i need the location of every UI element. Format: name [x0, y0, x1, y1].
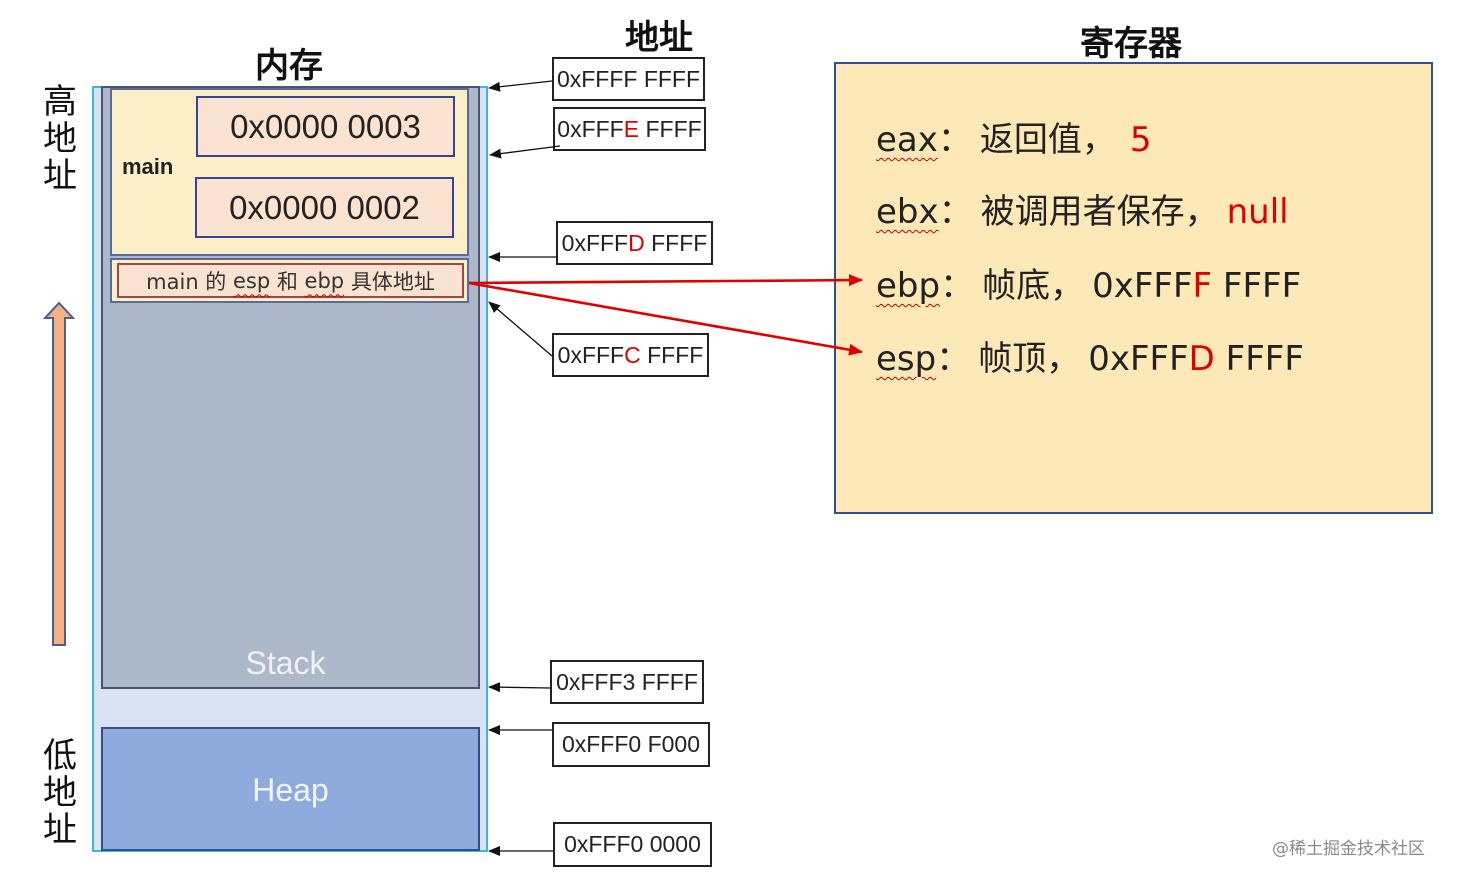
register-colon: ：: [937, 120, 972, 160]
low-address-label: 低地址: [43, 736, 77, 850]
watermark: @稀土掘金技术社区: [1272, 839, 1425, 859]
address-highlight: D: [628, 229, 645, 256]
address-text: 0xFFF3 FFFF: [556, 668, 698, 695]
register-desc: 返回值，: [979, 120, 1116, 160]
register-name: eax: [876, 120, 938, 160]
register-colon: ：: [938, 192, 973, 232]
register-desc: 被调用者保存，: [980, 192, 1219, 232]
ebp-link-arrow: [468, 274, 863, 287]
heap-region: [101, 727, 480, 851]
register-row-esp: esp：帧顶，0xFFFD FFFF: [876, 331, 1304, 380]
address-text: 0xFFF: [561, 229, 629, 256]
address-box: 0xFFF0 F000: [552, 722, 710, 767]
heap-label: Heap: [252, 772, 329, 808]
address-highlight: C: [624, 341, 641, 368]
saved-label-pre: main 的: [146, 269, 233, 294]
value-cell-bottom: 0x0000 0002: [195, 177, 454, 238]
esp-link-arrow: [468, 281, 863, 356]
register-desc: 帧底，: [982, 266, 1085, 306]
register-name: ebx: [876, 192, 939, 232]
address-text: 0xFFF0 F000: [561, 731, 701, 757]
register-desc: 帧顶，: [978, 339, 1081, 379]
address-box: 0xFFFF FFFF: [552, 57, 705, 101]
register-value-highlight: null: [1226, 192, 1289, 232]
saved-label-esp: esp: [232, 268, 271, 293]
saved-pointer-cell: main 的 esp 和 ebp 具体地址: [117, 263, 464, 298]
address-text: FFFF: [640, 341, 704, 368]
address-text: FFFF: [639, 115, 702, 142]
pointer-arrow: [488, 682, 551, 693]
register-row-ebx: ebx：被调用者保存，null: [876, 184, 1289, 233]
address-title: 地址: [625, 18, 693, 58]
pointer-arrow: [488, 301, 553, 357]
address-text: 0xFFFF FFFF: [556, 65, 701, 92]
address-text: FFFF: [644, 229, 708, 256]
registers-title: 寄存器: [1080, 24, 1182, 64]
register-name: esp: [876, 339, 937, 379]
register-colon: ：: [940, 266, 975, 306]
pointer-arrow: [488, 80, 553, 92]
registers-panel: eax：返回值，5 ebx：被调用者保存，null ebp：帧底，0xFFFF …: [834, 62, 1433, 514]
register-value-tail: FFFF: [1212, 266, 1302, 306]
high-address-label: 高地址: [43, 82, 77, 196]
register-value-highlight: D: [1188, 339, 1215, 379]
register-value: 0xFFF: [1088, 339, 1189, 379]
address-text: 0xFFF0 0000: [564, 831, 701, 857]
address-text: 0xFFF: [557, 115, 624, 142]
saved-label-mid: 和: [270, 269, 305, 294]
register-value: 0xFFF: [1092, 266, 1193, 306]
main-frame-label: main: [122, 154, 174, 179]
saved-label-ebp: ebp: [304, 268, 345, 293]
up-arrow-icon: [42, 301, 76, 646]
register-colon: ：: [936, 339, 971, 379]
memory-title: 内存: [255, 46, 323, 86]
register-value-tail: FFFF: [1214, 339, 1304, 379]
register-value-highlight: F: [1192, 266, 1213, 306]
value-cell-top: 0x0000 0003: [196, 96, 455, 157]
address-box: 0xFFF3 FFFF: [550, 660, 704, 704]
address-box: 0xFFF0 0000: [553, 822, 712, 867]
address-highlight: E: [623, 115, 640, 142]
saved-label-post: 具体地址: [344, 269, 435, 294]
register-name: ebp: [876, 266, 941, 306]
register-row-eax: eax：返回值， 5: [876, 112, 1152, 161]
register-value-highlight: 5: [1129, 120, 1152, 160]
register-row-ebp: ebp：帧底，0xFFFF FFFF: [876, 258, 1301, 307]
address-text: 0xFFF: [557, 341, 625, 368]
stack-label: Stack: [245, 645, 326, 681]
pointer-arrow: [489, 145, 561, 159]
